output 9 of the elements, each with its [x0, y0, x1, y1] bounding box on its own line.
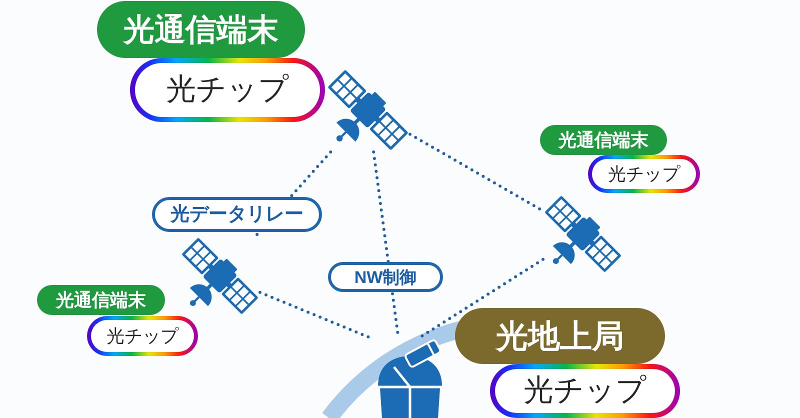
heading-pill: 光地上局	[455, 308, 665, 364]
satellite-icon	[326, 68, 410, 152]
edge-label: NW制御	[328, 262, 443, 292]
satellite-icon	[180, 236, 260, 316]
edge-label: 光データリレー	[152, 197, 322, 232]
heading-pill: 光通信端末	[97, 1, 305, 58]
heading-pill: 光通信端末	[37, 285, 165, 315]
heading-pill: 光通信端末	[540, 125, 667, 155]
satellite-icon	[543, 194, 623, 274]
